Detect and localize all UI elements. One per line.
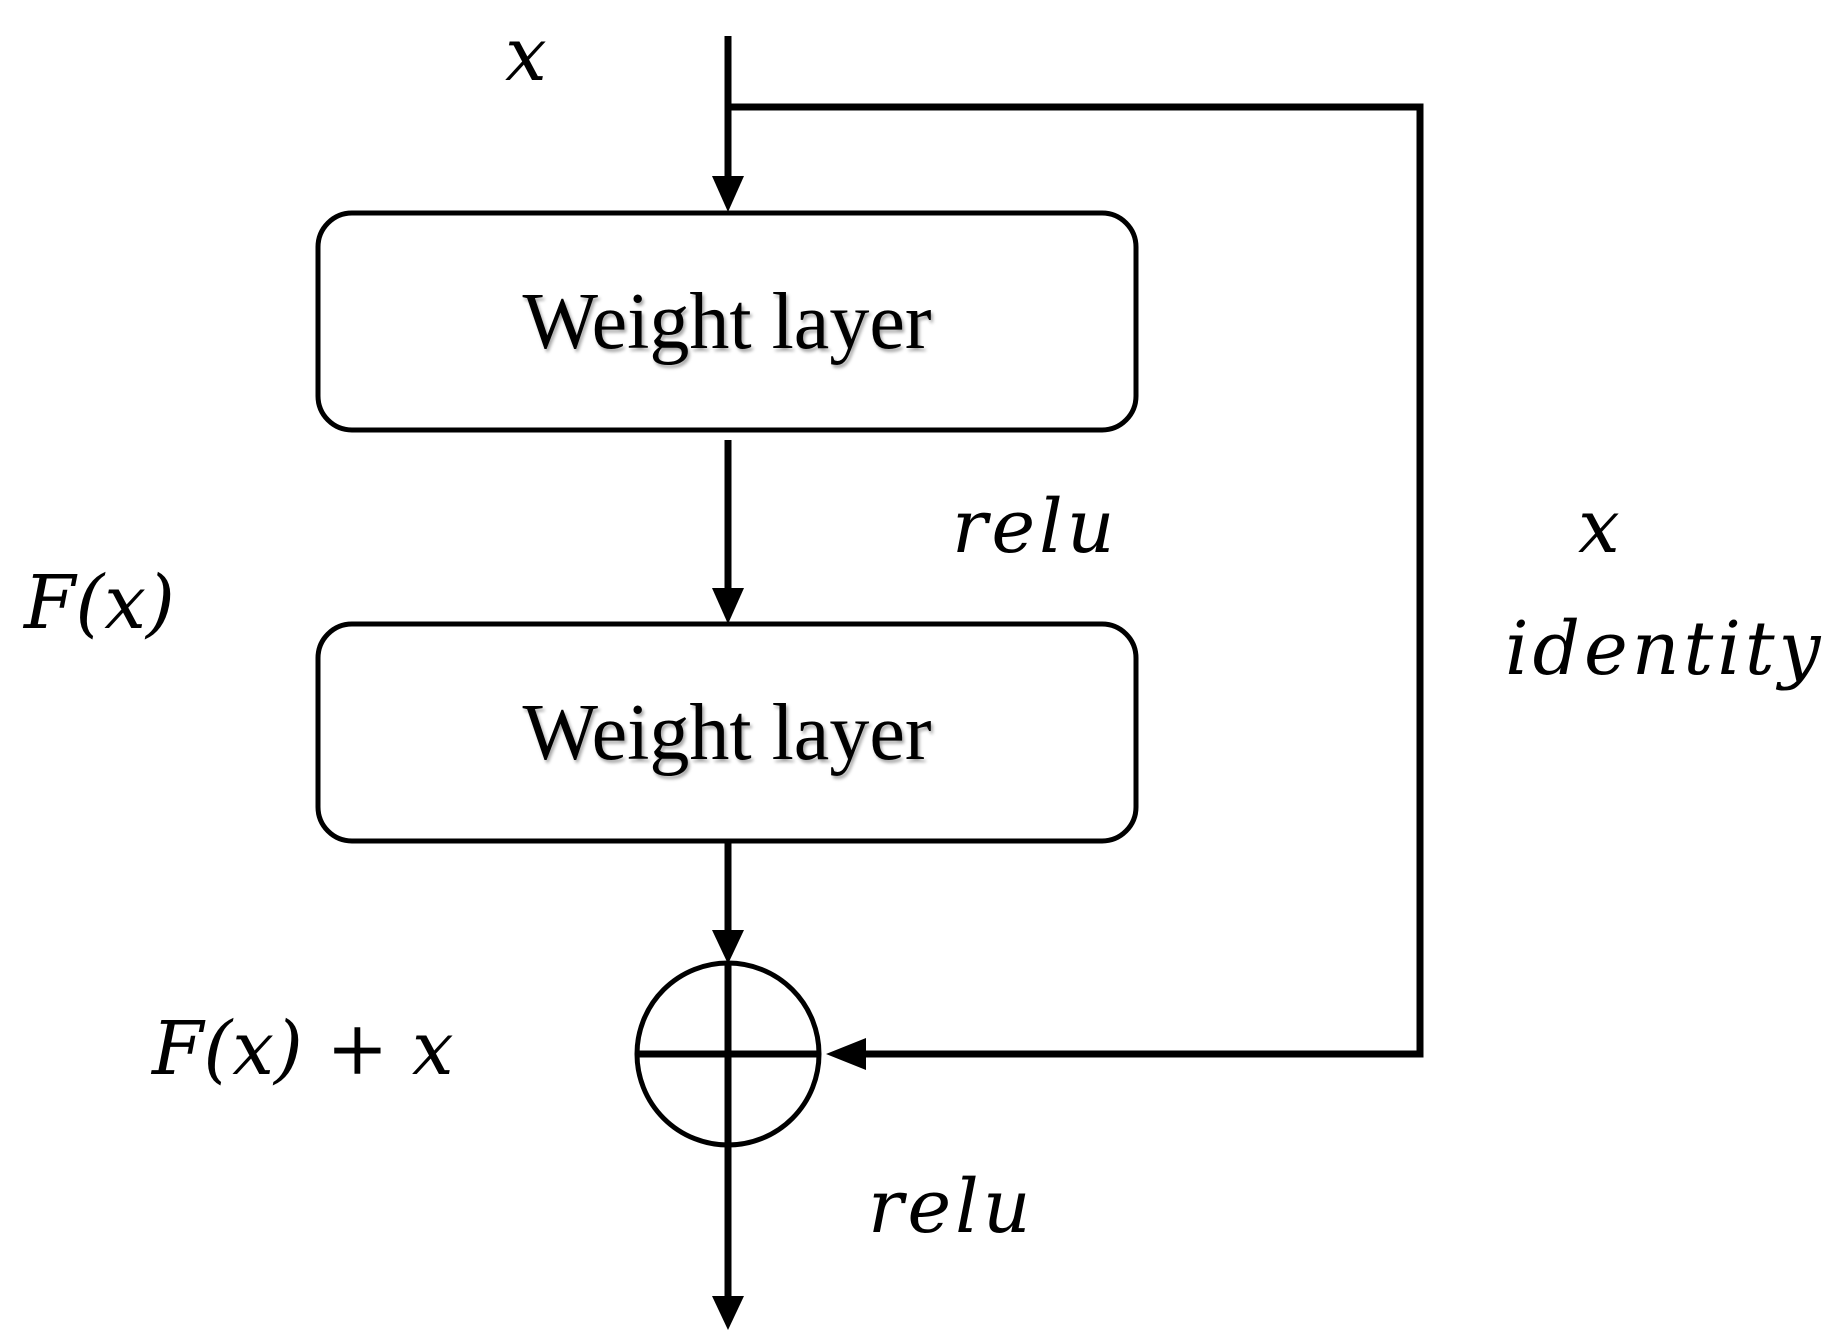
sum-label: F(x) + x	[152, 1006, 454, 1092]
shortcut-path	[728, 103, 1424, 1058]
input-x-label: x	[505, 12, 547, 98]
input-arrowhead	[712, 176, 744, 212]
relu-label-2: relu	[868, 1164, 1035, 1250]
weight-layer-box-1	[315, 210, 1139, 433]
fx-label: F(x)	[24, 560, 175, 646]
relu-label-1: relu	[952, 484, 1119, 570]
relu-arrowhead	[712, 588, 744, 624]
shortcut-x-label: x	[1578, 484, 1620, 570]
weight-layer-box-2	[315, 621, 1139, 844]
shortcut-arrowhead	[826, 1038, 866, 1070]
output-arrowhead	[712, 1296, 744, 1330]
sum-input-arrowhead	[712, 930, 744, 964]
weight-layer-label-1: Weight layer	[522, 278, 932, 366]
shortcut-identity-label: identity	[1505, 606, 1825, 692]
weight-layer-label-2: Weight layer	[522, 689, 932, 777]
